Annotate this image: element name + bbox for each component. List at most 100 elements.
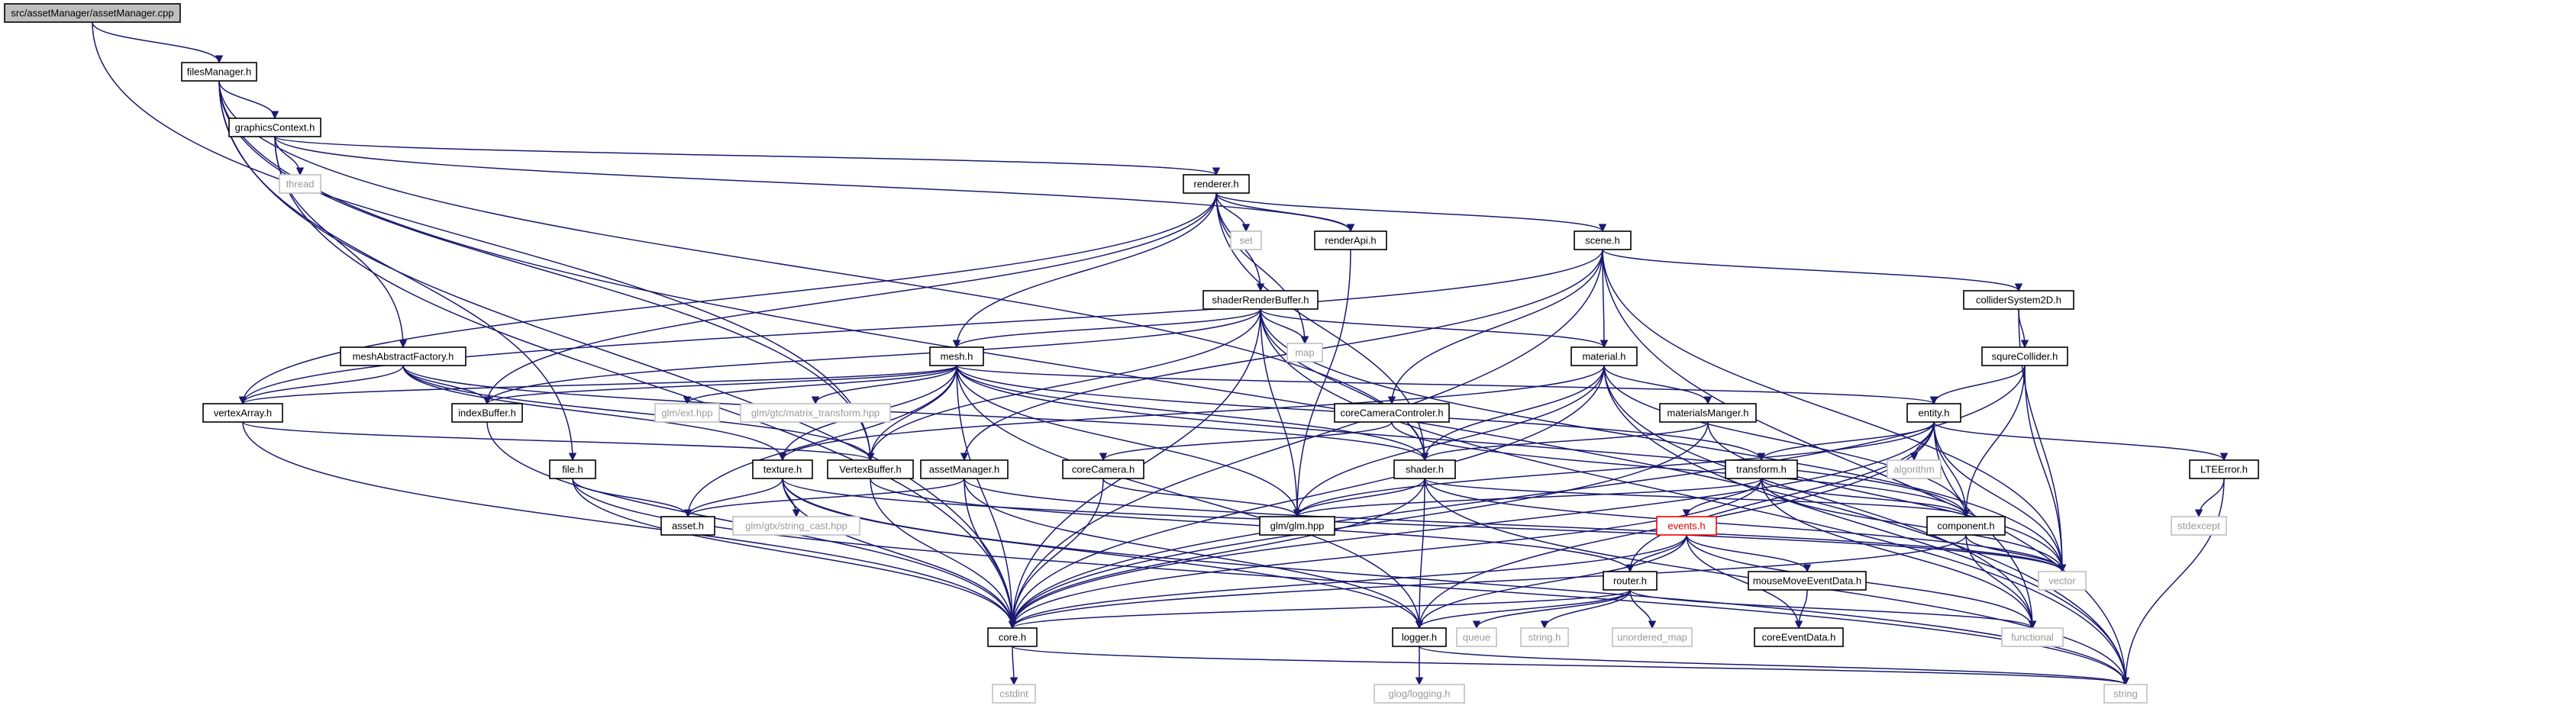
- node-transform[interactable]: transform.h: [1725, 459, 1798, 479]
- svg-text:asset.h: asset.h: [672, 520, 704, 532]
- node-queue[interactable]: queue: [1456, 627, 1497, 647]
- edge-shaderrenderbuffer-to-indexbuffer: [483, 308, 1261, 405]
- svg-text:router.h: router.h: [1613, 575, 1647, 587]
- node-materialsmanger[interactable]: materialsManger.h: [1659, 403, 1757, 423]
- edge-component-to-core: [1008, 534, 1967, 630]
- node-glm-matrix-transform[interactable]: glm/gtc/matrix_transform.hpp: [740, 403, 891, 423]
- edge-entity-to-core: [1008, 421, 1935, 630]
- edge-material-to-shader: [1420, 365, 1605, 462]
- edge-entity-to-router: [1625, 421, 1935, 573]
- node-material[interactable]: material.h: [1570, 346, 1638, 366]
- edge-material-to-texture: [778, 365, 1605, 462]
- svg-text:vector: vector: [2048, 575, 2076, 587]
- node-stdexcept[interactable]: stdexcept: [2171, 516, 2227, 536]
- edge-shaderrenderbuffer-to-vertexbuffer: [866, 308, 1261, 462]
- node-scene[interactable]: scene.h: [1574, 230, 1632, 250]
- edge-renderer-to-vertexarray: [238, 192, 1217, 405]
- node-mesh[interactable]: mesh.h: [929, 346, 984, 366]
- node-string[interactable]: string: [2103, 684, 2148, 704]
- edge-materialsmanger-to-core: [1008, 421, 1709, 630]
- edge-file-to-core: [572, 478, 1017, 630]
- svg-text:filesManager.h: filesManager.h: [187, 66, 252, 78]
- node-lteerror[interactable]: LTEError.h: [2189, 459, 2259, 479]
- node-filesmanager[interactable]: filesManager.h: [181, 62, 257, 82]
- node-algorithm[interactable]: algorithm: [1887, 459, 1942, 479]
- node-corecameracontroler[interactable]: coreCameraControler.h: [1334, 403, 1450, 423]
- edge-renderer-to-scene: [1215, 192, 1607, 233]
- edge-shader-to-glm: [1293, 478, 1425, 518]
- svg-text:logger.h: logger.h: [1402, 632, 1437, 643]
- node-component[interactable]: component.h: [1926, 516, 2006, 536]
- node-graphicscontext[interactable]: graphicsContext.h: [228, 118, 321, 137]
- edge-scene-to-vertexarray: [238, 249, 1603, 405]
- node-root-file[interactable]: src/assetManager/assetManager.cpp: [4, 3, 181, 23]
- node-core[interactable]: core.h: [987, 627, 1038, 647]
- node-texture[interactable]: texture.h: [752, 459, 813, 479]
- node-router[interactable]: router.h: [1603, 571, 1658, 591]
- svg-text:vertexArray.h: vertexArray.h: [214, 408, 272, 419]
- edge-assetmanager-h-to-logger: [964, 478, 1424, 630]
- edge-mesh-to-entity: [956, 365, 1938, 405]
- node-asset[interactable]: asset.h: [660, 516, 715, 536]
- node-vertexbuffer[interactable]: VertexBuffer.h: [827, 459, 914, 479]
- node-functional[interactable]: functional: [2001, 627, 2064, 647]
- node-logger[interactable]: logger.h: [1392, 627, 1447, 647]
- edge-graphicscontext-to-core: [274, 136, 1017, 630]
- node-mousemoveeventdata[interactable]: mouseMoveEventData.h: [1748, 571, 1867, 591]
- svg-text:mesh.h: mesh.h: [941, 351, 973, 362]
- svg-text:events.h: events.h: [1667, 520, 1705, 532]
- node-collidersystem2d[interactable]: colliderSystem2D.h: [1963, 290, 2074, 310]
- node-shaderrenderbuffer[interactable]: shaderRenderBuffer.h: [1202, 290, 1319, 310]
- node-map[interactable]: map: [1286, 343, 1323, 362]
- edge-corecameracontroler-to-component: [1391, 421, 1971, 518]
- edge-meshabstractfactory-to-texture: [402, 365, 787, 462]
- include-edges: [92, 21, 2229, 686]
- edge-materialsmanger-to-shader: [1420, 421, 1709, 462]
- edge-scene-to-string: [1602, 249, 2130, 686]
- edge-mesh-to-core: [956, 365, 1017, 630]
- edge-mesh-to-glm-ext: [683, 365, 957, 405]
- svg-text:transform.h: transform.h: [1736, 464, 1787, 475]
- node-renderapi[interactable]: renderApi.h: [1314, 230, 1387, 250]
- svg-text:queue: queue: [1463, 632, 1490, 643]
- edge-mesh-to-asset: [683, 365, 957, 518]
- node-renderer[interactable]: renderer.h: [1183, 174, 1250, 194]
- svg-text:graphicsContext.h: graphicsContext.h: [235, 122, 315, 134]
- node-indexbuffer[interactable]: indexBuffer.h: [451, 403, 523, 423]
- svg-text:thread: thread: [286, 179, 315, 190]
- edge-material-to-string: [1603, 365, 2130, 686]
- node-squrecollider[interactable]: squreCollider.h: [1981, 346, 2068, 366]
- svg-text:algorithm: algorithm: [1893, 464, 1934, 475]
- node-entity[interactable]: entity.h: [1906, 403, 1961, 423]
- node-glm-ext[interactable]: glm/ext.hpp: [654, 403, 720, 423]
- edge-corecamera-to-glm: [1102, 478, 1302, 518]
- node-vector[interactable]: vector: [2038, 571, 2087, 591]
- node-string-h[interactable]: string.h: [1520, 627, 1569, 647]
- svg-text:renderer.h: renderer.h: [1193, 179, 1238, 190]
- node-set[interactable]: set: [1230, 230, 1262, 250]
- node-glm[interactable]: glm/glm.hpp: [1259, 516, 1335, 536]
- node-cstdint[interactable]: cstdint: [992, 684, 1036, 704]
- edge-renderapi-to-glm: [1293, 249, 1351, 518]
- node-coreeventdata[interactable]: coreEventData.h: [1754, 627, 1844, 647]
- node-thread[interactable]: thread: [279, 174, 321, 194]
- node-glm-string-cast[interactable]: glm/gtx/string_cast.hpp: [732, 516, 860, 536]
- node-meshabstractfactory[interactable]: meshAbstractFactory.h: [340, 346, 466, 366]
- node-vertexarray[interactable]: vertexArray.h: [202, 403, 283, 423]
- node-glog-logging[interactable]: glog/logging.h: [1374, 684, 1465, 704]
- svg-text:glm/gtc/matrix_transform.hpp: glm/gtc/matrix_transform.hpp: [751, 408, 880, 419]
- node-corecamera[interactable]: coreCamera.h: [1062, 459, 1144, 479]
- node-assetmanager-h[interactable]: assetManager.h: [920, 459, 1009, 479]
- svg-text:coreEventData.h: coreEventData.h: [1762, 632, 1836, 643]
- edge-scene-to-corecameracontroler: [1387, 249, 1603, 405]
- svg-text:stdexcept: stdexcept: [2177, 520, 2220, 532]
- edge-renderer-to-renderapi: [1215, 192, 1355, 233]
- node-unordered-map[interactable]: unordered_map: [1612, 627, 1693, 647]
- edge-mesh-to-indexbuffer: [483, 365, 957, 405]
- node-file[interactable]: file.h: [549, 459, 596, 479]
- node-events[interactable]: events.h: [1656, 516, 1717, 536]
- edge-mesh-to-component: [956, 365, 1971, 518]
- svg-text:squreCollider.h: squreCollider.h: [1992, 351, 2058, 362]
- node-shader[interactable]: shader.h: [1393, 459, 1456, 479]
